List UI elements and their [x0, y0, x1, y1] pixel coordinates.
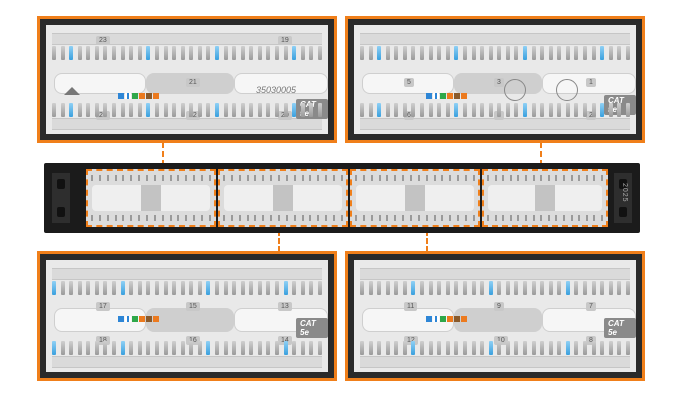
bottom-strip [360, 356, 630, 368]
rack-ear-right [614, 173, 632, 223]
mini-mid-label [140, 185, 162, 211]
port-number: 15 [186, 302, 200, 311]
top-strip [360, 33, 630, 45]
top-strip [52, 33, 322, 45]
rack-section-4[interactable] [482, 169, 608, 227]
mini-mid-label [404, 185, 426, 211]
top-pin-row [52, 45, 322, 61]
cat-rating-badge: CAT 5e [296, 318, 328, 338]
mount-hole [619, 179, 627, 189]
mini-mid-label [535, 185, 555, 211]
port-number: 18 [96, 336, 110, 345]
rack-section-3[interactable] [350, 169, 480, 227]
label-area-middle [146, 308, 234, 332]
zoom-panel-ports-7-12: 11 9 7 12 10 8 CAT 5e [345, 251, 645, 381]
top-pin-row [52, 280, 322, 296]
port-number: 6 [404, 111, 414, 120]
panel-face: 11 9 7 12 10 8 CAT 5e [354, 260, 636, 372]
connector-top-right [540, 142, 542, 166]
mini-mid-label [272, 185, 294, 211]
port-number: 2 [586, 111, 596, 120]
port-number: 23 [96, 36, 110, 45]
port-number: 21 [186, 78, 200, 87]
label-area-right [234, 73, 328, 94]
port-number: 7 [586, 302, 596, 311]
bottom-pin-row [360, 102, 630, 118]
mount-hole [57, 179, 65, 189]
cat-rating-badge: CAT 5e [604, 318, 636, 338]
panel-face: 5 3 1 6 4 2 CAT 5e [354, 25, 636, 134]
rack-side-text: 2025 [621, 183, 628, 203]
connector-bottom-right [426, 230, 428, 252]
top-pin-row [360, 45, 630, 61]
bottom-strip [52, 356, 322, 368]
port-number: 8 [586, 336, 596, 345]
rack-ear-left [52, 173, 70, 223]
bottom-pin-row [360, 340, 630, 356]
port-number: 10 [494, 336, 508, 345]
port-number: 12 [404, 336, 418, 345]
panel-face: 17 15 13 18 16 14 CAT 5e [46, 260, 328, 372]
zoom-panel-ports-1-6: 5 3 1 6 4 2 CAT 5e [345, 16, 645, 143]
port-number: 17 [96, 302, 110, 311]
connector-bottom-left [278, 230, 280, 252]
mount-hole [619, 207, 627, 217]
port-number: 5 [404, 78, 414, 87]
port-number: 16 [186, 336, 200, 345]
ul-certification-icon [504, 79, 526, 101]
serial-number: 35030005 [256, 85, 297, 95]
port-number: 9 [494, 302, 504, 311]
wiring-color-code [426, 93, 467, 99]
bottom-pin-row [52, 340, 322, 356]
top-pin-row [360, 280, 630, 296]
etl-certification-icon [556, 79, 578, 101]
patch-panel-rack: 2025 [44, 163, 640, 233]
zoom-panel-ports-19-24: 23 19 21 24 22 20 35030005 CAT 5e [37, 16, 337, 143]
port-number: 24 [96, 111, 110, 120]
panel-face: 23 19 21 24 22 20 35030005 CAT 5e [46, 25, 328, 134]
wiring-color-code [118, 93, 159, 99]
port-number: 13 [278, 302, 292, 311]
port-number: 1 [586, 78, 596, 87]
port-number: 19 [278, 36, 292, 45]
wiring-color-code [118, 316, 159, 322]
port-number: 11 [404, 302, 418, 311]
rack-section-2[interactable] [218, 169, 348, 227]
label-area-middle [454, 308, 542, 332]
connector-top-left [162, 142, 164, 166]
mount-hole [57, 207, 65, 217]
bottom-pin-row [52, 102, 322, 118]
triangle-icon [64, 87, 80, 95]
port-number: 14 [278, 336, 292, 345]
top-strip [360, 268, 630, 280]
top-strip [52, 268, 322, 280]
wiring-color-code [426, 316, 467, 322]
zoom-panel-ports-13-18: 17 15 13 18 16 14 CAT 5e [37, 251, 337, 381]
port-number: 3 [494, 78, 504, 87]
rack-section-1[interactable] [86, 169, 216, 227]
